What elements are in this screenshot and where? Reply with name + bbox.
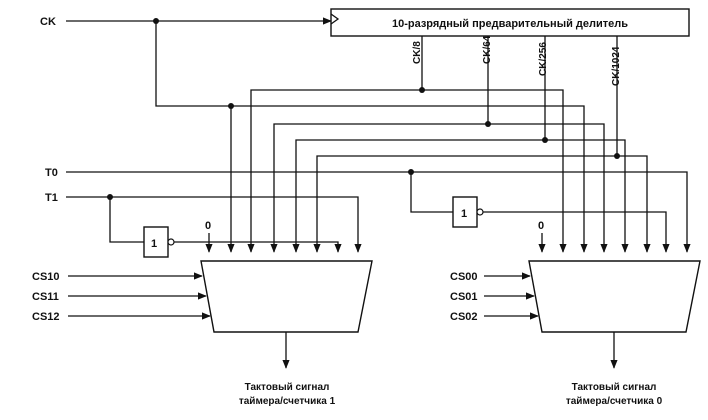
mux-timer0 (528, 260, 701, 333)
t1-wire (66, 196, 362, 253)
ck-label: CK (40, 16, 56, 28)
ck256-wire (544, 36, 629, 253)
t0-inverted-wire (483, 211, 670, 253)
cs01-label: CS01 (450, 291, 478, 303)
timer0-output-line1: Тактовый сигнал (572, 382, 657, 393)
cs00-label: CS00 (450, 271, 478, 283)
inverter-t0 (452, 196, 478, 228)
prescaler-label: 10-разрядный предварительный делитель (392, 18, 628, 30)
ck8-to-mux1 (247, 89, 422, 253)
mux-timer1 (200, 260, 373, 333)
inverter-t1-symbol: 1 (151, 238, 157, 250)
timer1-output-line1: Тактовый сигнал (245, 382, 330, 393)
timer1-output-line2: таймера/счетчика 1 (239, 396, 336, 407)
ck64-to-mux1 (270, 123, 488, 253)
cs12-label: CS12 (32, 311, 60, 323)
ck1024-to-mux1 (313, 155, 617, 253)
t1-label: T1 (45, 192, 58, 204)
t0-label: T0 (45, 167, 58, 179)
ck64-wire (487, 36, 608, 253)
t0-wire (66, 171, 691, 253)
tap-label-ck256: CK/256 (538, 42, 549, 76)
ck8-wire (421, 36, 567, 253)
t1-inverted-wire (174, 241, 342, 253)
zero-label-mux1: 0 (205, 220, 211, 232)
cs10-label: CS10 (32, 271, 60, 283)
ck256-to-mux1 (292, 139, 545, 253)
t0-to-inverter (410, 172, 453, 213)
cs11-label: CS11 (32, 291, 59, 303)
cs02-label: CS02 (450, 311, 478, 323)
tap-label-ck8: CK/8 (412, 41, 423, 64)
inverter-t0-bubble (476, 208, 484, 216)
ck1024-wire (616, 36, 651, 253)
clock-input-triangle (330, 13, 340, 25)
inverter-t0-symbol: 1 (461, 208, 467, 220)
inverter-t1-bubble (167, 238, 175, 246)
timer0-output-line2: таймера/счетчика 0 (566, 396, 663, 407)
t1-to-inverter (109, 197, 144, 243)
zero-label-mux0: 0 (538, 220, 544, 232)
ck-direct-wire (155, 21, 588, 253)
